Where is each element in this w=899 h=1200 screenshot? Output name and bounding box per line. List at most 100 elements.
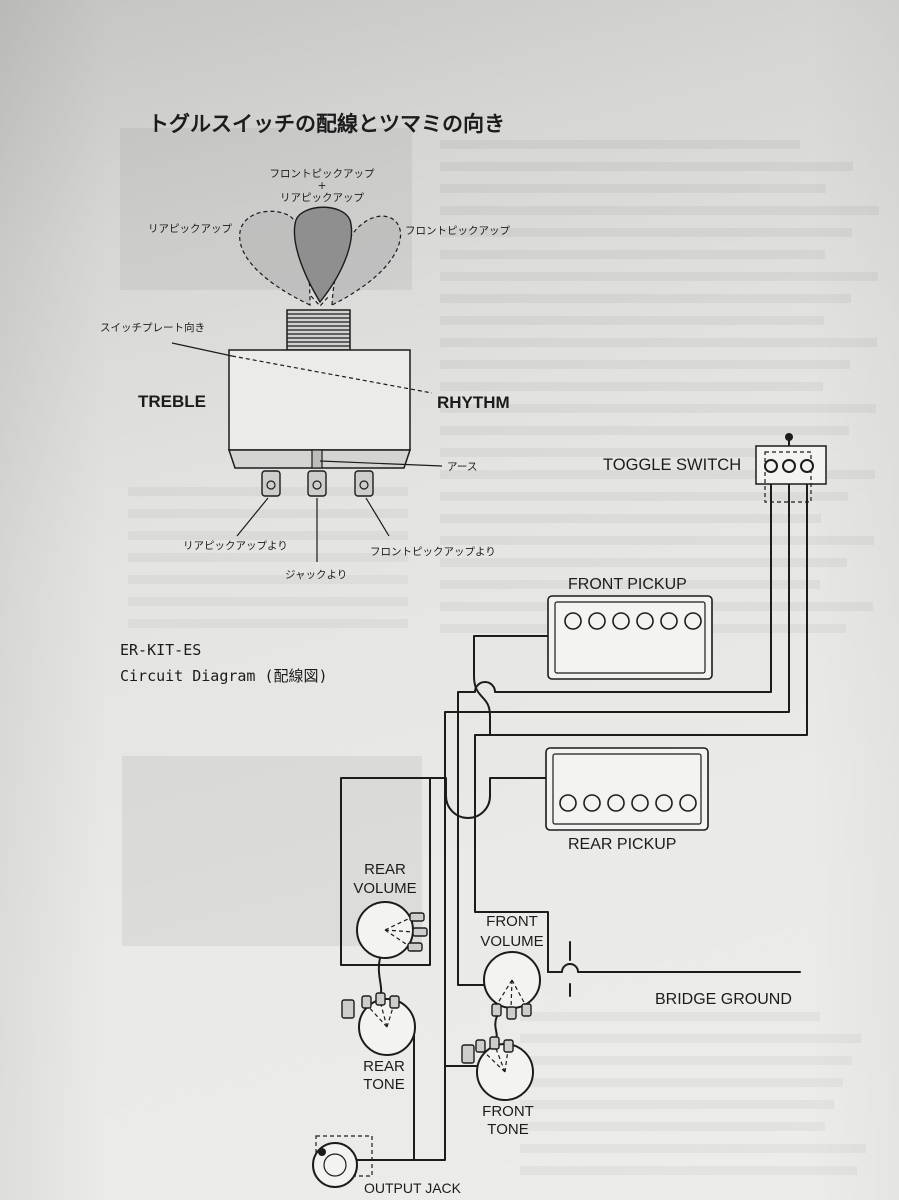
pot-lug [521,1003,532,1017]
wire-front-pickup-lead [473,635,549,736]
front-volume-pot [483,951,541,1020]
bleed-text-line [440,228,852,237]
rear-tone-label-line1: REAR [363,1058,405,1075]
bleed-text-line [520,1166,857,1175]
toggle-lug-2 [782,459,796,473]
pickup-inner-frame [552,753,702,825]
pot-lug [409,912,425,922]
ground-label: アース [447,461,477,473]
bleed-text-line [440,360,850,369]
bleed-text-line [128,575,408,584]
pole-piece-row [559,794,697,812]
pot-lug [491,1003,502,1017]
pot-lug [361,995,372,1009]
jack-terminal-dot [318,1148,326,1156]
output-jack-label: OUTPUT JACK [364,1180,462,1196]
front-tone-label-line1: FRONT [482,1103,534,1120]
toggle-orientation-figure: フロントピックアップ + リアピックアップ リアピックアップ フロントピックアッ… [100,168,510,581]
tone-capacitor [461,1044,475,1064]
pole-piece [583,794,601,812]
toggle-switch-label: TOGGLE SWITCH [603,456,741,474]
plate-orientation-dashed-line [231,355,433,394]
front-lug-leader [365,497,390,537]
bleed-text-line [440,426,849,435]
bleed-text-line [520,1100,834,1109]
lug-tab [354,470,374,497]
wire-bridge-ground [547,963,801,973]
toggle-lug-3 [800,459,814,473]
bleed-text-line [440,250,825,259]
toggle-switch-schematic [755,433,827,503]
bleed-text-line [440,162,853,171]
pickup-outer-frame [547,595,713,680]
pole-piece [588,612,606,630]
bleed-text-line [520,1078,843,1087]
wire-toggle-lug-2 [356,471,790,1161]
from-front-pickup-label: フロントピックアップより [370,546,496,558]
lug-hole [359,480,369,490]
pot-wiper-dashes [495,979,527,1010]
bleed-text-line [440,492,848,501]
front-volume-label-line1: FRONT [486,913,538,930]
jack-socket [323,1153,347,1177]
right-position-label: フロントピックアップ [405,225,510,237]
rear-volume-label-line1: REAR [364,861,406,878]
pole-piece [612,612,630,630]
rear-pickup [545,747,709,831]
rhythm-label: RHYTHM [437,393,510,412]
page-title: トグルスイッチの配線とツマミの向き [148,112,505,136]
pole-piece [607,794,625,812]
wire-toggle-lug-1 [457,471,772,986]
pole-piece [636,612,654,630]
pickup-outer-frame [545,747,709,831]
front-pickup-label: FRONT PICKUP [568,576,687,593]
rear-pickup-label: REAR PICKUP [568,836,676,853]
reverse-side-bleed [120,128,879,1175]
top-position-label-line1: フロントピックアップ [270,168,375,180]
front-volume-label-line2: VOLUME [480,933,543,950]
bleed-text-line [128,531,408,540]
bleed-text-line [440,140,800,149]
pot-lug [412,927,428,937]
ground-leader-line [319,460,443,467]
rear-volume-label-line2: VOLUME [353,880,416,897]
bleed-text-line [440,206,879,215]
pot-lug [506,1006,517,1020]
diagram-subtitle: Circuit Diagram (配線図) [120,667,328,685]
bleed-text-line [128,619,408,628]
tone-capacitor [341,999,355,1019]
bleed-text-line [520,1034,861,1043]
pot-lug [407,942,423,952]
wire-rear-pickup-lead [340,777,547,966]
pickup-inner-frame [554,601,706,674]
bleed-text-line [520,1144,866,1153]
bleed-text-line [440,184,826,193]
switch-lug-front [354,470,374,497]
lever-center-position [293,206,353,304]
lever-pivot-mark [310,295,330,307]
bleed-text-line [440,294,851,303]
plate-orientation-label: スイッチプレート向き [100,321,205,334]
switch-lug-rear [261,470,281,497]
bridge-ground-label: BRIDGE GROUND [655,991,792,1008]
treble-label: TREBLE [138,392,206,411]
circuit-diagram: ER-KIT-ES Circuit Diagram (配線図) TOGGLE S… [120,433,827,1196]
top-position-label-plus: + [318,180,327,192]
pole-piece [559,794,577,812]
bleed-text-line [440,404,876,413]
pole-piece [655,794,673,812]
bleed-text-line [440,470,875,479]
pot-wiper-dashes [480,1045,509,1073]
bleed-text-line [128,553,408,562]
bleed-text-line [440,558,847,567]
toggle-lug-1 [764,459,778,473]
plate-orientation-leader [171,342,233,357]
pot-lug [503,1039,514,1053]
bleed-text-line [440,580,820,589]
bleed-text-line [128,597,408,606]
pot-lug [375,992,386,1006]
left-position-label: リアピックアップ [148,223,232,235]
bleed-text-line [440,338,877,347]
